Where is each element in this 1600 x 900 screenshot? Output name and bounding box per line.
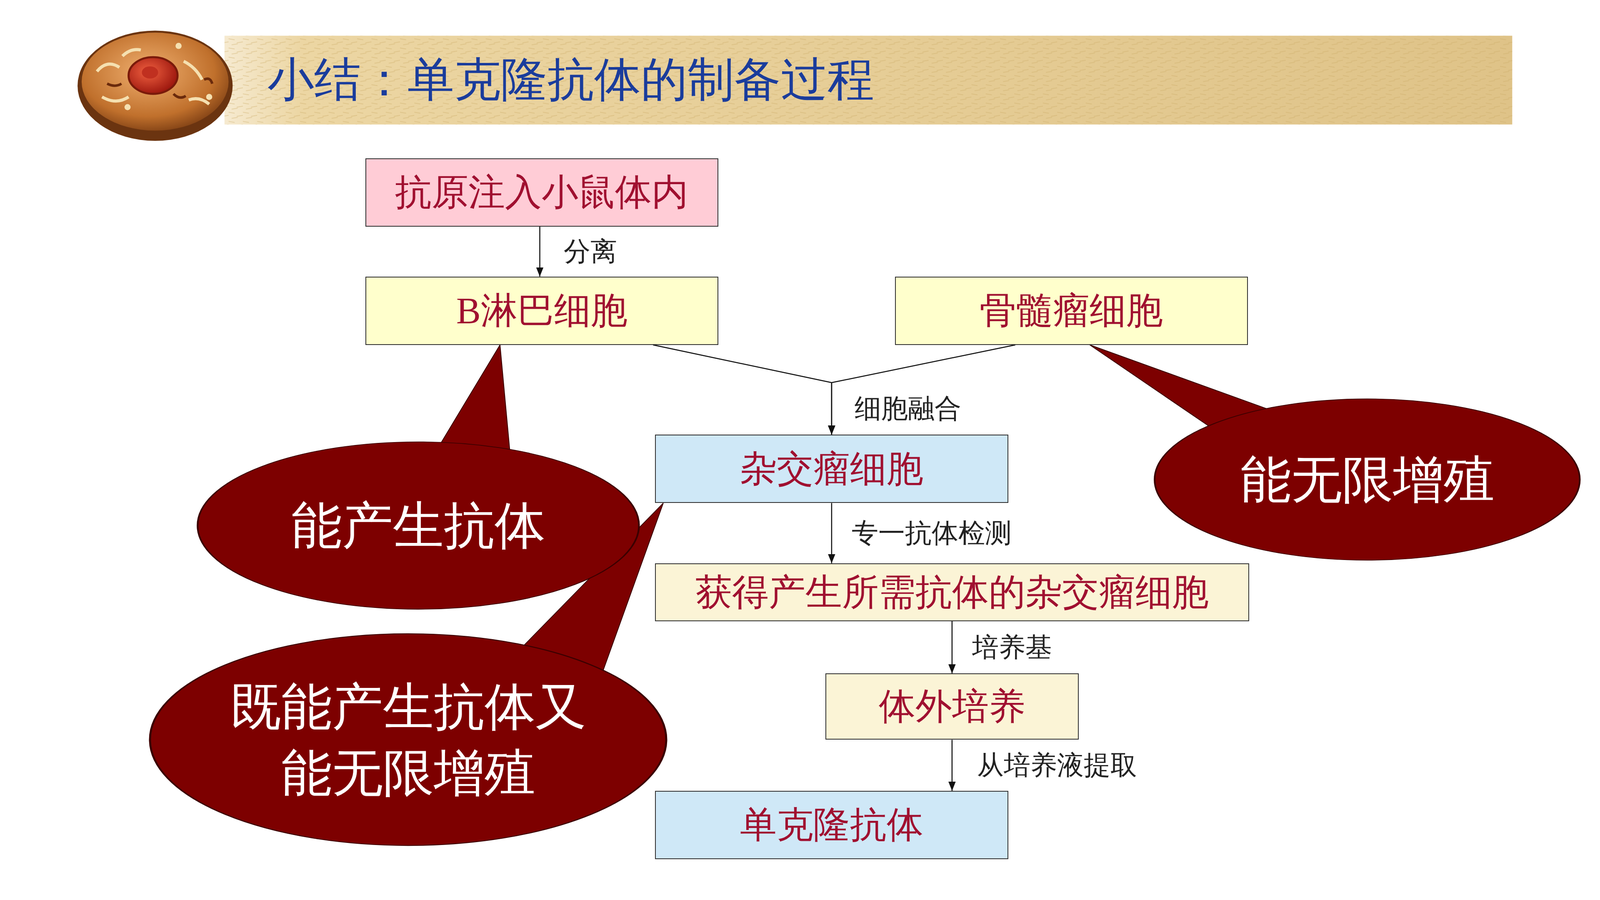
box-label: 抗原注入小鼠体内	[395, 167, 689, 218]
box-label: 杂交瘤细胞	[740, 444, 924, 494]
flow-arrow	[831, 502, 833, 564]
flow-arrow	[539, 226, 541, 277]
flow-arrow	[951, 739, 953, 791]
callout-ellipse	[197, 441, 639, 610]
cell-box: 骨髓瘤细胞	[895, 276, 1248, 345]
slide-title: 小结：单克隆抗体的制备过程	[267, 48, 875, 112]
cell-box: 杂交瘤细胞	[655, 434, 1008, 503]
edge-label: 专一抗体检测	[849, 515, 1015, 552]
callout-ellipse	[1154, 398, 1580, 560]
edge-label: 细胞融合	[852, 390, 964, 427]
callout-ellipse	[150, 633, 667, 846]
cell-illustration	[77, 30, 233, 141]
callout-outline	[147, 632, 669, 847]
flow-arrow	[951, 621, 953, 674]
callout-text: 能无限增殖	[1240, 446, 1495, 513]
step-box: 抗原注入小鼠体内	[365, 158, 719, 227]
flow-arrow	[831, 345, 1016, 435]
header-band	[224, 35, 1513, 125]
box-label: 骨髓瘤细胞	[979, 285, 1163, 336]
callout-bubble: 能产生抗体	[195, 440, 641, 611]
box-label: 获得产生所需抗体的杂交瘤细胞	[695, 567, 1209, 618]
callout-text: 能产生抗体	[291, 492, 546, 559]
box-label: 体外培养	[878, 681, 1026, 732]
cell-box: B淋巴细胞	[365, 276, 719, 345]
step-box: 体外培养	[825, 673, 1079, 740]
box-label: 单克隆抗体	[740, 800, 924, 850]
edge-label: 培养基	[969, 629, 1055, 666]
result-box: 单克隆抗体	[655, 790, 1008, 860]
callout-tail	[433, 345, 511, 455]
step-box: 获得产生所需抗体的杂交瘤细胞	[655, 563, 1249, 622]
edge-label: 从培养液提取	[974, 747, 1140, 784]
callout-text: 既能产生抗体又能无限增殖	[222, 673, 594, 806]
callout-bubble: 能无限增殖	[1152, 397, 1582, 562]
callout-bubble: 既能产生抗体又能无限增殖	[147, 632, 669, 847]
flow-arrow	[652, 345, 832, 435]
edge-label: 分离	[561, 233, 620, 270]
box-label: B淋巴细胞	[456, 285, 628, 336]
